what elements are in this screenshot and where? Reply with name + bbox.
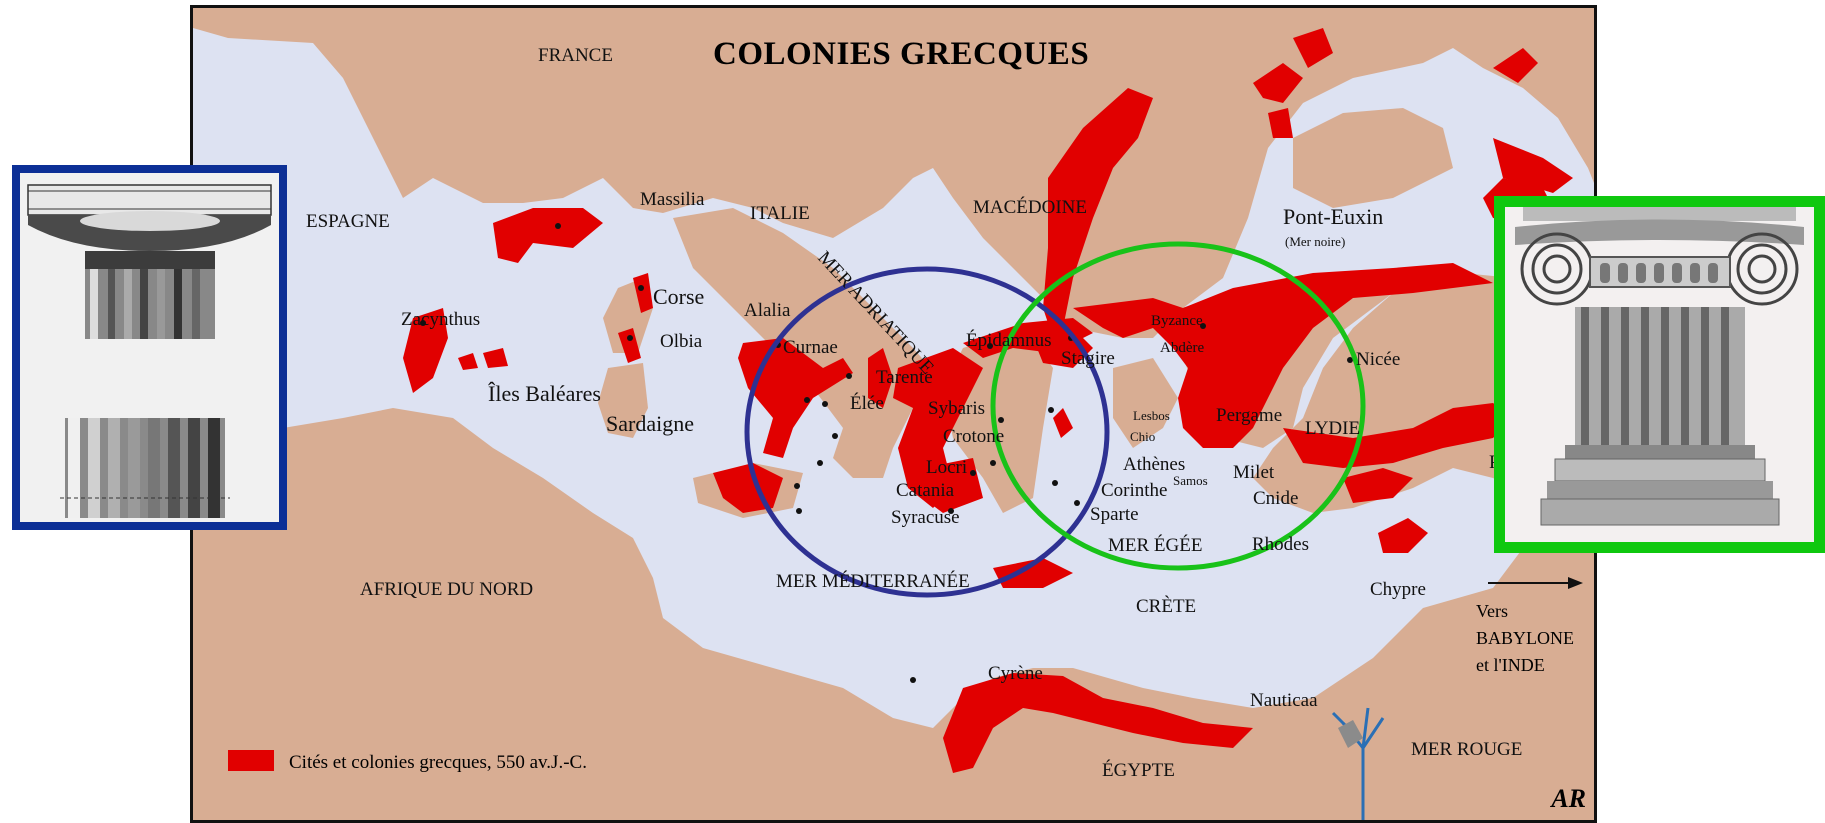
ionic-column-icon — [1505, 207, 1814, 542]
label-catania: Catania — [896, 480, 955, 501]
label-locri: Locri — [926, 457, 968, 478]
label-mer-mediterranee: MER MÉDITERRANÉE — [776, 571, 970, 592]
label-crete: CRÈTE — [1136, 596, 1197, 617]
label-cyrene: Cyrène — [988, 663, 1043, 684]
label-france: FRANCE — [538, 45, 613, 66]
label-stagire: Stagire — [1061, 348, 1115, 369]
greece-circle — [990, 241, 1366, 571]
label-curnae: Curnae — [783, 337, 838, 358]
label-syracuse: Syracuse — [891, 507, 960, 528]
label-lesbos: Lesbos — [1133, 408, 1170, 423]
label-alalia: Alalia — [744, 300, 791, 321]
label-samos: Samos — [1173, 473, 1208, 488]
label-iles-baleares: Îles Baléares — [488, 381, 601, 406]
label-chio: Chio — [1130, 429, 1156, 444]
arrow-east-icon — [1488, 577, 1583, 589]
label-egypte: ÉGYPTE — [1102, 760, 1175, 781]
label-sybaris: Sybaris — [928, 398, 985, 419]
label-nicee: Nicée — [1356, 349, 1401, 370]
label-corinthe: Corinthe — [1101, 480, 1168, 501]
label-zacynthus: Zacynthus — [401, 309, 481, 330]
label-tarente: Tarente — [876, 367, 933, 388]
label-cnide: Cnide — [1253, 488, 1299, 509]
label-italie: ITALIE — [750, 203, 810, 224]
label-espagne: ESPAGNE — [306, 211, 390, 232]
legend-text: Cités et colonies grecques, 550 av.J.-C. — [289, 752, 587, 773]
map-graphics — [193, 28, 1594, 820]
label-sardaigne: Sardaigne — [606, 411, 694, 436]
nile-river — [1331, 707, 1385, 820]
colony-areas — [403, 28, 1573, 773]
legend-swatch — [228, 750, 274, 771]
label-mer-noire: (Mer noire) — [1285, 234, 1346, 249]
map: COLONIES GRECQUES FRANCE ESPAGNE ITALIE … — [190, 5, 1597, 823]
label-rhodes: Rhodes — [1252, 534, 1309, 555]
label-massilia: Massilia — [640, 189, 705, 210]
label-nauticaa: Nauticaa — [1250, 690, 1318, 711]
label-lydie: LYDIE — [1305, 418, 1361, 439]
label-crotone: Crotone — [943, 426, 1005, 447]
label-mer-egee: MER ÉGÉE — [1108, 535, 1203, 556]
label-pont-euxin: Pont-Euxin — [1283, 204, 1384, 229]
label-olbia: Olbia — [660, 331, 703, 352]
label-pergame: Pergame — [1216, 405, 1283, 426]
label-sparte: Sparte — [1090, 504, 1139, 525]
label-byzance: Byzance — [1151, 313, 1203, 329]
label-mer-rouge: MER ROUGE — [1411, 739, 1523, 760]
doric-column-panel — [12, 165, 287, 530]
map-title: COLONIES GRECQUES — [713, 36, 1090, 72]
label-corse: Corse — [653, 284, 705, 309]
label-milet: Milet — [1233, 462, 1275, 483]
label-macedoine: MACÉDOINE — [973, 197, 1087, 218]
label-vers-babylone: Vers BABYLONE et l'INDE — [1476, 601, 1574, 675]
label-athenes: Athènes — [1123, 454, 1186, 475]
label-chypre: Chypre — [1370, 579, 1426, 600]
label-abdere: Abdère — [1160, 340, 1205, 356]
label-epidamnus: Épidamnus — [966, 330, 1052, 351]
label-elee: Élée — [850, 393, 884, 414]
signature-logo: AR — [1551, 784, 1586, 813]
italy-circle — [744, 266, 1110, 598]
doric-column-icon — [20, 173, 279, 522]
ionic-column-panel — [1494, 196, 1825, 553]
label-afrique-du-nord: AFRIQUE DU NORD — [360, 579, 534, 600]
